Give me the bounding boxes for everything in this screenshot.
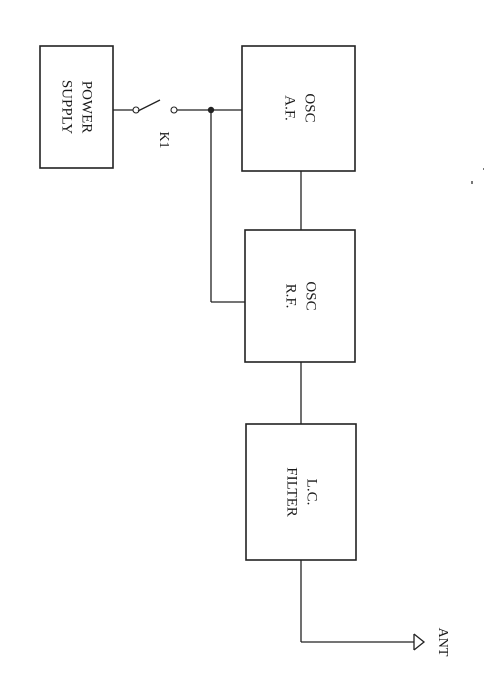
lc-filter-box	[245, 423, 357, 561]
antenna: ANT	[413, 628, 450, 657]
scan-speck	[483, 168, 484, 170]
antenna-triangle-icon	[413, 633, 426, 651]
switch-blade	[137, 99, 161, 112]
osc-rf-label-line1: OSC	[303, 281, 319, 310]
power-supply-block: POWER SUPPLY	[39, 45, 114, 169]
osc-af-block: OSC A.F.	[241, 45, 356, 172]
lc-filter-label-line1: L.C.	[304, 479, 320, 506]
osc-af-label-line1: OSC	[302, 93, 318, 122]
osc-rf-box	[244, 229, 356, 363]
osc-af-box	[241, 45, 356, 172]
power-supply-label-line1: POWER	[79, 81, 95, 134]
antenna-label: ANT	[435, 628, 450, 657]
power-supply-label-line2: SUPPLY	[59, 80, 75, 135]
power-supply-box	[39, 45, 114, 169]
switch-label: K1	[156, 131, 171, 148]
lc-filter-label-line2: FILTER	[284, 467, 300, 516]
switch-k1: K1	[113, 99, 178, 149]
switch-contact-left	[132, 106, 140, 114]
osc-rf-label-line2: R.F.	[283, 284, 299, 309]
switch-contact-right	[170, 106, 178, 114]
osc-rf-block: OSC R.F.	[244, 229, 356, 363]
scan-speck	[471, 181, 473, 184]
lc-filter-block: L.C. FILTER	[245, 423, 357, 561]
osc-af-label-line2: A.F.	[282, 95, 298, 120]
